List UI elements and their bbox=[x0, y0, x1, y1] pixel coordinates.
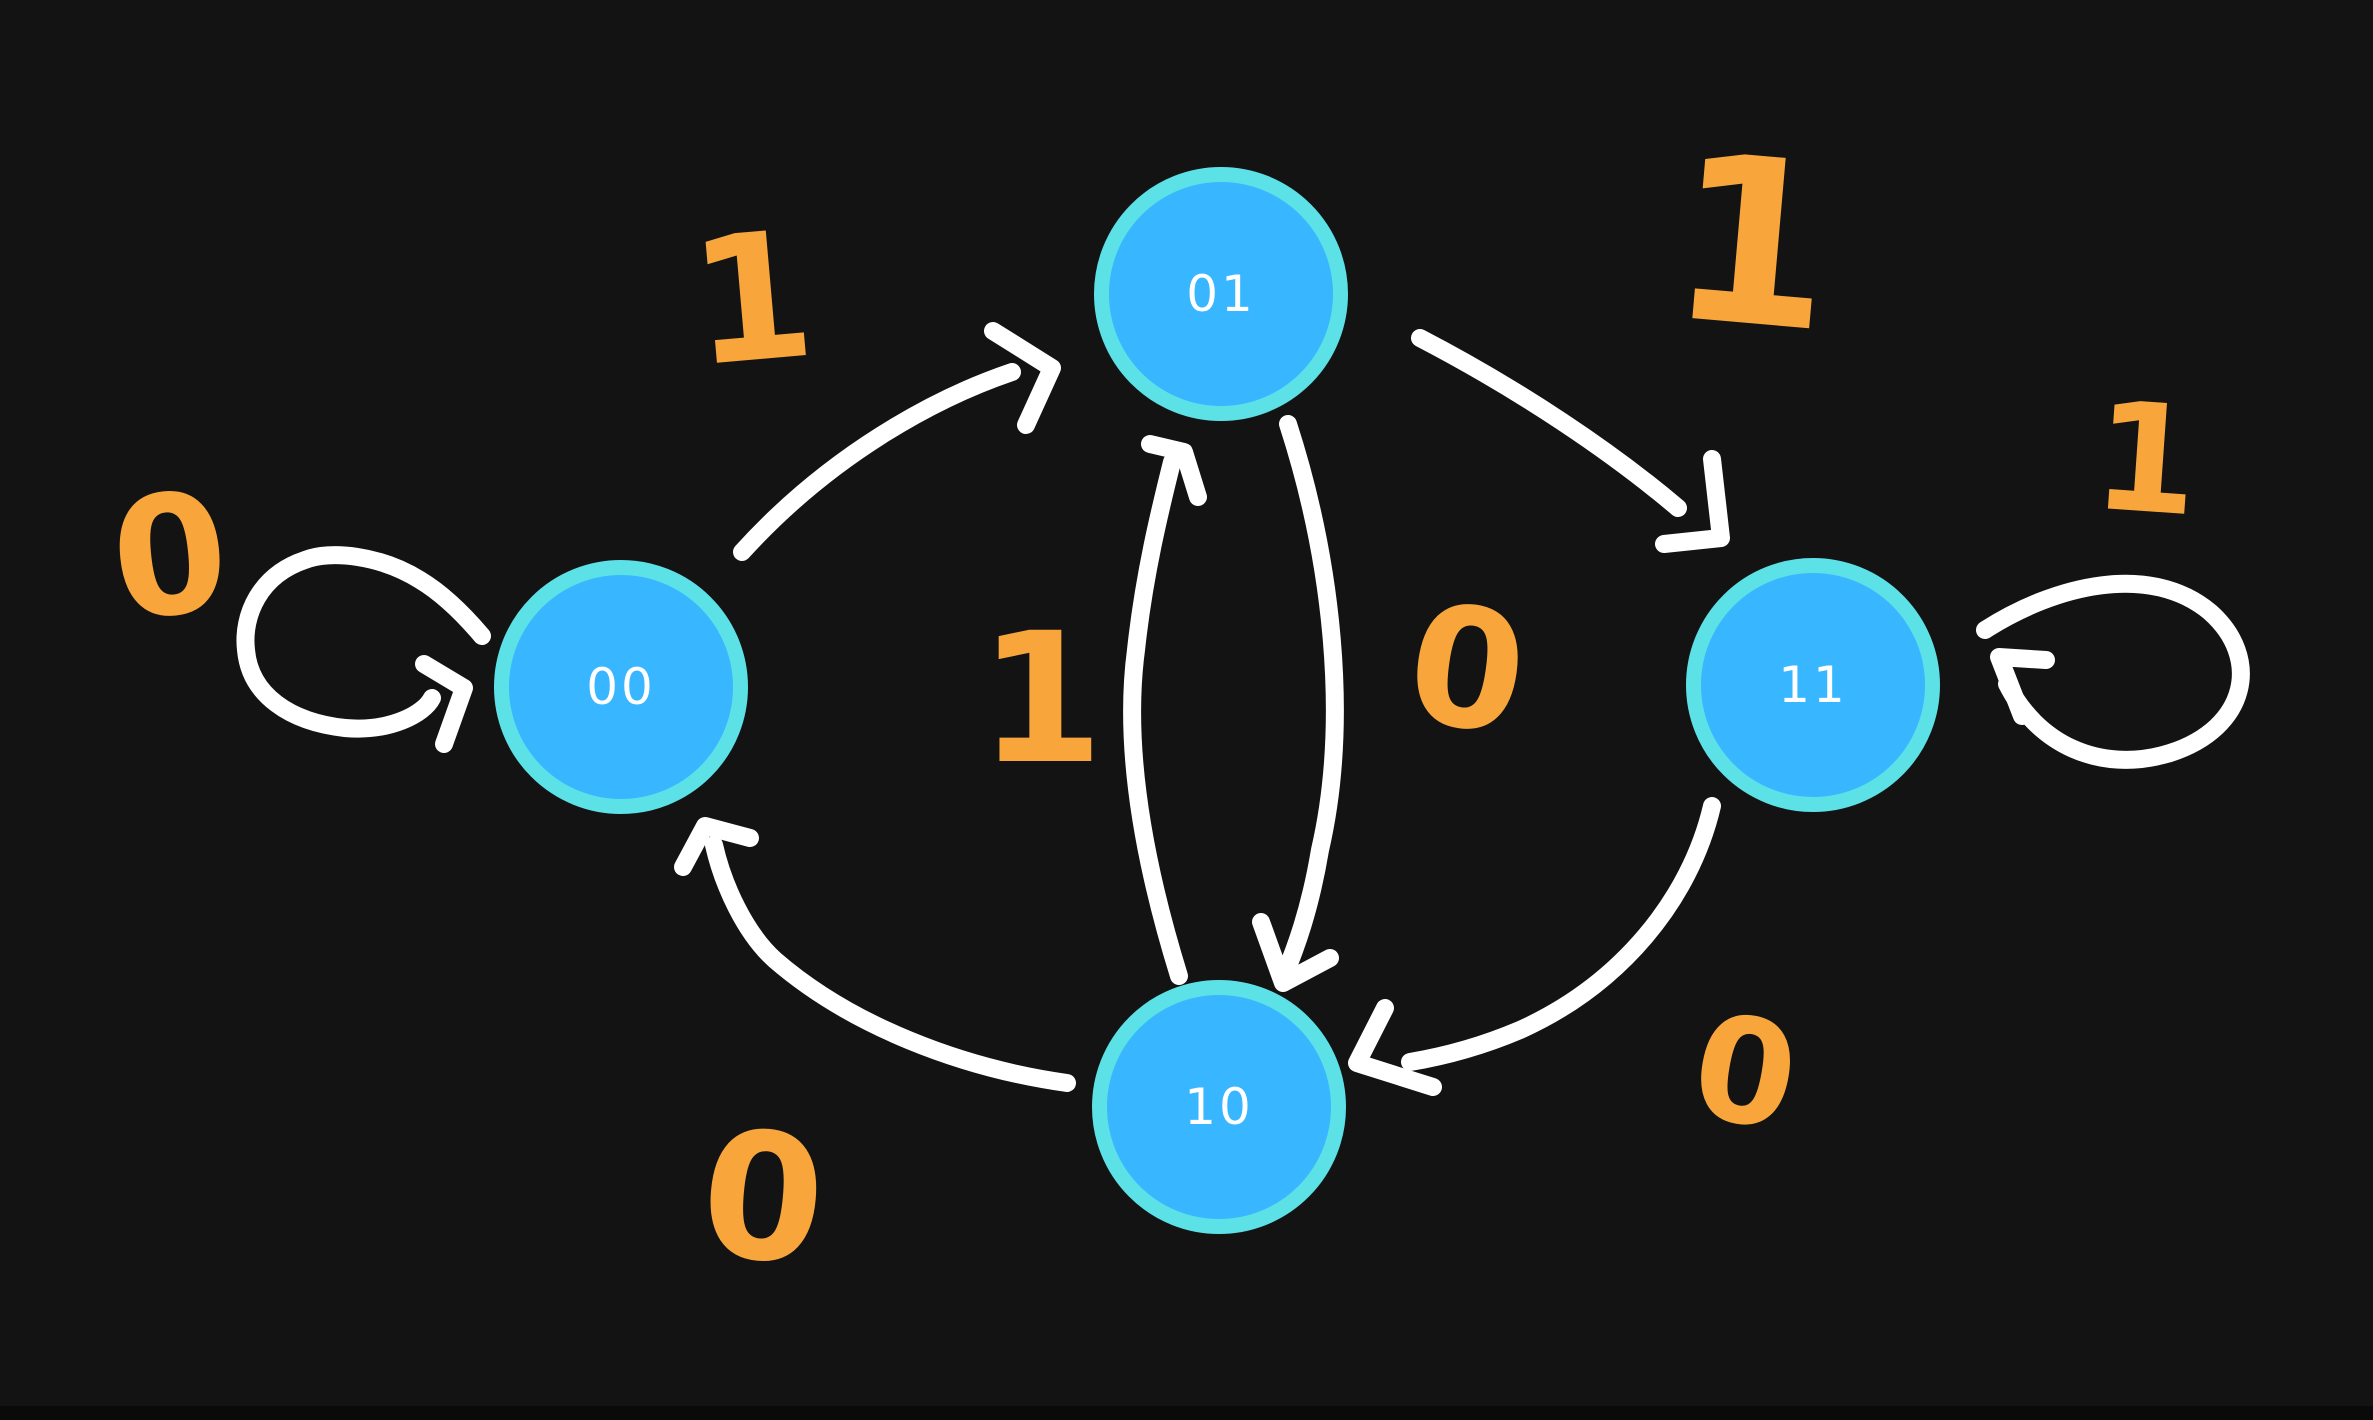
transition-00-01-arrowhead bbox=[984, 322, 1061, 434]
state-node-10: 10 bbox=[1092, 980, 1346, 1234]
transition-input-label-10-01: 1 bbox=[978, 595, 1104, 804]
transition-00-01-arrow bbox=[733, 363, 1021, 561]
transition-10-01-arrowhead bbox=[1141, 435, 1207, 506]
transition-input-label-00-01: 1 bbox=[682, 193, 822, 407]
state-node-11: 11 bbox=[1686, 558, 1940, 812]
transition-input-label-01-10: 0 bbox=[1396, 566, 1538, 773]
transition-11-10-arrow bbox=[1401, 797, 1721, 1071]
transition-11-11-arrowhead bbox=[1990, 648, 2055, 725]
transition-11-10-arrowhead bbox=[1348, 999, 1442, 1096]
bottom-edge-strip bbox=[0, 1406, 2373, 1420]
state-node-label: 10 bbox=[1184, 1078, 1254, 1136]
transition-11-11-arrow bbox=[1976, 574, 2250, 769]
state-node-00: 00 bbox=[494, 560, 748, 814]
transition-input-label-10-00: 0 bbox=[693, 1092, 833, 1306]
transition-01-11-arrowhead bbox=[1655, 450, 1730, 553]
transition-10-00-arrow bbox=[705, 836, 1076, 1092]
transition-00-00-arrowhead bbox=[415, 655, 473, 753]
transition-01-10-arrowhead bbox=[1252, 913, 1339, 992]
transition-10-01-arrow bbox=[1123, 453, 1188, 985]
transition-10-00-arrowhead bbox=[674, 817, 759, 876]
state-node-label: 11 bbox=[1778, 656, 1848, 714]
state-node-label: 00 bbox=[586, 658, 656, 716]
transition-01-10-arrow bbox=[1275, 415, 1344, 985]
transition-input-label-01-11: 1 bbox=[1660, 104, 1844, 385]
transition-input-label-00-00: 0 bbox=[102, 455, 238, 658]
transition-01-11-arrow bbox=[1411, 329, 1687, 517]
transition-input-label-11-11: 1 bbox=[2087, 369, 2205, 551]
state-node-label: 01 bbox=[1186, 265, 1256, 323]
state-node-01: 01 bbox=[1094, 167, 1348, 421]
transition-00-00-arrow bbox=[236, 546, 491, 738]
